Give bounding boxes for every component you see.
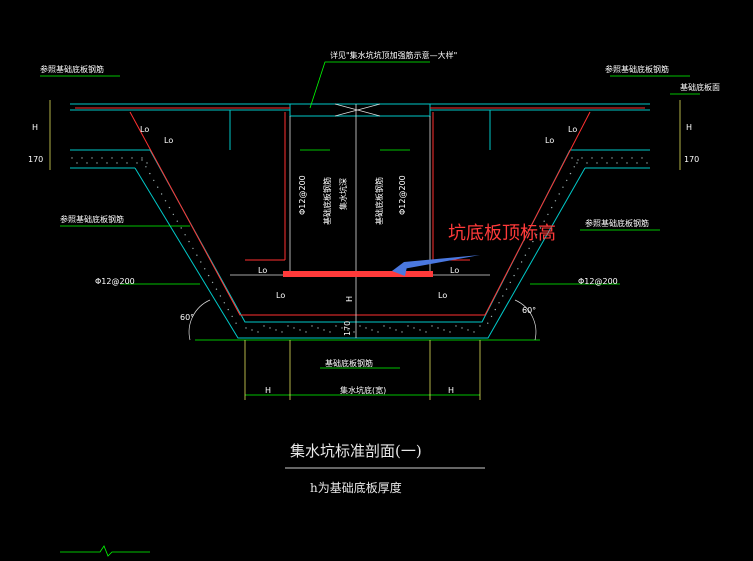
pit-walls xyxy=(230,103,490,338)
top-left-rebar-label: 参照基础底板钢筋 xyxy=(40,64,104,74)
angle-arcs xyxy=(188,299,537,341)
lo-label-6: Lo xyxy=(450,266,459,275)
bottom-h-right: H xyxy=(448,386,454,395)
dim-170-left: 170 xyxy=(28,155,43,164)
right-slope-rebar-label: 参照基础底板钢筋 xyxy=(585,218,649,228)
drawing-subtitle: h为基础底板厚度 xyxy=(310,480,402,495)
lo-label-7: Lo xyxy=(276,291,285,300)
phi-left-slope: Φ12@200 xyxy=(95,277,135,286)
lo-label-8: Lo xyxy=(438,291,447,300)
dimension-lines xyxy=(49,100,681,400)
angle-left-label: 60° xyxy=(180,313,194,322)
phi-right-wall: Φ12@200 xyxy=(398,175,407,215)
bottom-170-label: 170 xyxy=(343,321,352,336)
bottom-h-left: H xyxy=(265,386,271,395)
lo-label-4: Lo xyxy=(568,125,577,134)
angle-right-label: 60° xyxy=(522,306,536,315)
lo-label-2: Lo xyxy=(164,136,173,145)
bottom-rebar-label: 基础底板钢筋 xyxy=(325,358,373,368)
phi-left-wall: Φ12@200 xyxy=(298,175,307,215)
left-slope-rebar-label: 参照基础底板钢筋 xyxy=(60,214,124,224)
wall-right-note: 基础底板钢筋 xyxy=(374,177,384,225)
wall-left-note: 基础底板钢筋 xyxy=(322,177,332,225)
center-h-label: H xyxy=(345,296,354,302)
lo-label-3: Lo xyxy=(545,136,554,145)
pit-bottom-annotation: 坑底板顶标高 xyxy=(448,223,556,244)
concrete-outline xyxy=(70,103,650,339)
arrow-icon xyxy=(392,255,480,276)
h-right-label: H xyxy=(686,123,692,132)
h-left-label: H xyxy=(32,123,38,132)
top-right-rebar-label: 参照基础底板钢筋 xyxy=(605,64,669,74)
right-slab-label: 基础底板面 xyxy=(680,82,720,92)
lo-label-5: Lo xyxy=(258,266,267,275)
leader-lines xyxy=(40,61,700,396)
pit-bottom-highlight-bar xyxy=(283,271,433,277)
break-symbol xyxy=(60,545,150,557)
concrete-hatch xyxy=(71,157,648,333)
center-depth-label: 集水坑深 xyxy=(338,178,348,210)
drawing-title: 集水坑标准剖面(一) xyxy=(290,442,422,460)
top-note: 详见"集水坑坑顶加强筋示意—大样" xyxy=(330,50,457,60)
dim-170-right: 170 xyxy=(684,155,699,164)
bottom-width-label: 集水坑底(宽) xyxy=(340,385,386,395)
lo-label-1: Lo xyxy=(140,125,149,134)
phi-right-slope: Φ12@200 xyxy=(578,277,618,286)
